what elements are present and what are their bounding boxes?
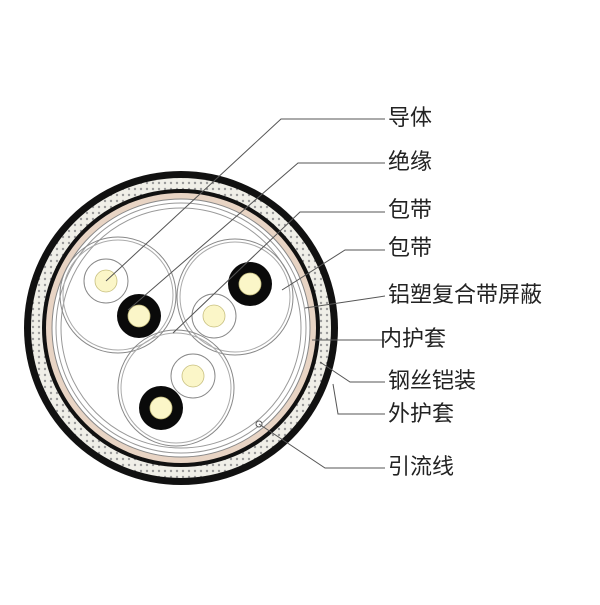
leader-line-drain-wire (258, 423, 385, 469)
label-tape-1: 包带 (388, 198, 433, 223)
label-al-plastic-screen: 铝塑复合带屏蔽 (388, 283, 543, 308)
leader-line-conductor (105, 118, 385, 282)
label-drain-wire: 引流线 (388, 455, 455, 480)
pair-2-conductor-black (238, 272, 262, 296)
pair-3-conductor-white (181, 364, 205, 388)
pair-1 (59, 236, 177, 354)
pair-3 (117, 329, 235, 447)
leader-line-armour (319, 361, 385, 383)
inner-sheath-inner-edge (51, 198, 311, 458)
leader-line-tape1 (172, 211, 385, 334)
pair-1-tape (59, 236, 177, 354)
pair-1-conductor-black (127, 304, 151, 328)
label-steel-wire-armour: 钢丝铠装 (388, 369, 477, 394)
label-conductor: 导体 (388, 106, 433, 131)
pair-2-tape-inner (179, 241, 291, 353)
leader-line-insulation (127, 162, 385, 311)
overall-wrapping-tape (60, 207, 302, 449)
pair-1-tape-inner (62, 239, 174, 351)
pair-3-conductor-black (149, 396, 173, 420)
leader-line-outer-sheath (332, 383, 385, 415)
label-insulation: 绝缘 (388, 150, 433, 175)
pair-2-tape (176, 238, 294, 356)
label-inner-sheath: 内护套 (380, 327, 447, 352)
label-tape-2: 包带 (388, 236, 433, 261)
al-plastic-screen (55, 202, 307, 454)
label-outer-sheath: 外护套 (388, 402, 455, 427)
pair-2-conductor-white (202, 304, 226, 328)
leader-line-tape2 (281, 249, 385, 291)
pair-3-tape-inner (120, 332, 232, 444)
leader-line-al-screen (304, 295, 386, 309)
